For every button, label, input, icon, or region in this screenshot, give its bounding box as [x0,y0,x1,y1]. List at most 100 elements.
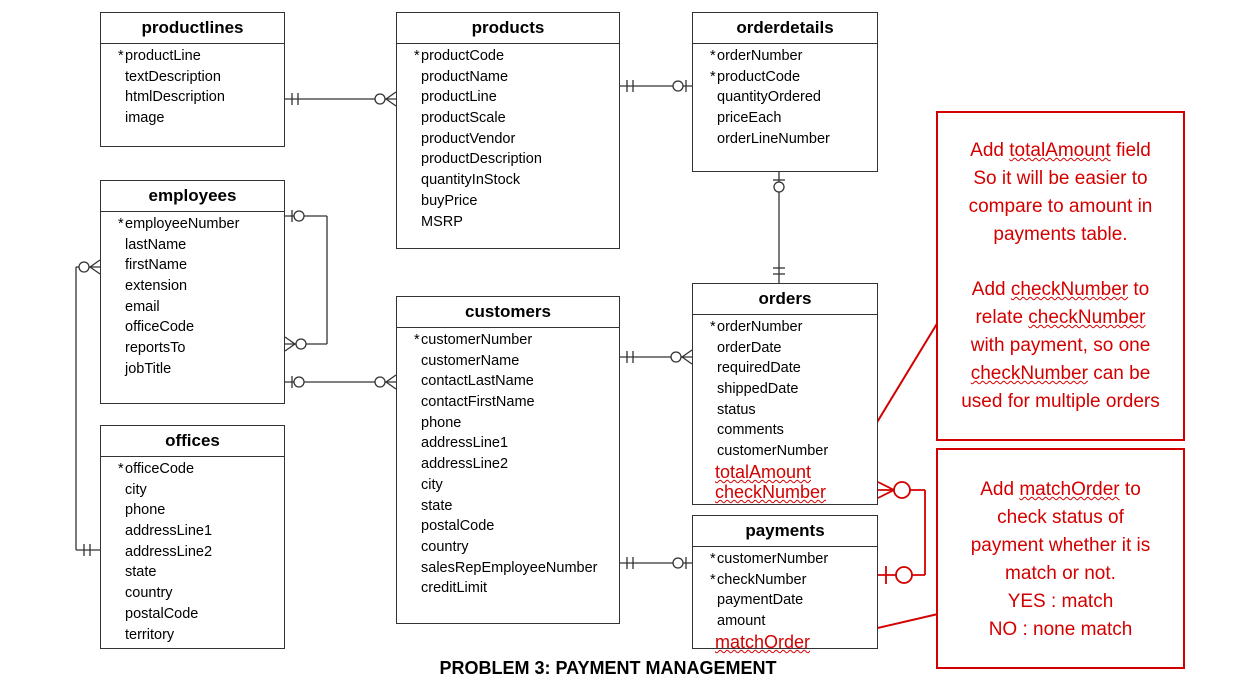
field-customernumber: customerNumber [717,443,829,460]
entity-productlines: productlines productLinetextDescriptionh… [100,12,285,147]
field-productline: productLine [421,89,497,106]
note-line: relate checkNumber [938,304,1183,332]
field-territory: territory [125,626,175,643]
entity-title: employees [101,181,284,212]
note-line: match or not. [1005,563,1116,584]
field-contactlastname: contactLastName [421,373,534,390]
field-postalcode: postalCode [421,518,495,535]
field-msrp: MSRP [421,213,463,230]
field-ordernumber: orderNumber [693,46,877,67]
field-contactfirstname: contactFirstName [421,394,535,411]
note-text: can be [1087,363,1151,384]
field-ordernumber: orderNumber [693,317,877,338]
field-productvendor: productVendor [421,130,516,147]
field-orderlinenumber: orderLineNumber [717,130,830,147]
field-productdescription: productDescription [421,151,542,168]
field-buyprice: buyPrice [421,192,478,209]
field-addressline2: addressLine2 [421,456,509,473]
field-officecode: officeCode [125,319,195,336]
field-postalcode: postalCode [125,605,199,622]
field-email: email [125,298,160,315]
added-field-label: matchOrder [715,631,811,652]
field-lastname: lastName [125,236,187,253]
field-productcode: productCode [693,67,877,88]
entity-orders: orders orderNumberorderDaterequiredDates… [692,283,878,505]
entity-title: products [397,13,619,44]
entity-title: orders [693,284,877,315]
note-line: check status of [997,507,1124,528]
note-line: payments table. [993,224,1128,245]
field-employeenumber: employeeNumber [101,214,284,235]
note-line: payment whether it is [970,535,1151,556]
added-field-label: totalAmount [715,461,812,482]
field-orderdate: orderDate [717,339,782,356]
note-line: NO : none match [988,619,1133,640]
entity-offices: offices officeCodecityphoneaddressLine1a… [100,425,285,649]
rel-employees-customers [285,374,397,390]
added-field-checknumber: checkNumber [693,482,877,502]
field-creditlimit: creditLimit [421,580,488,597]
entity-title: orderdetails [693,13,877,44]
note-text: to [1128,279,1150,300]
note-keyword: checkNumber [1028,307,1146,328]
field-city: city [125,481,147,498]
entity-title: productlines [101,13,284,44]
field-customernumber: customerNumber [693,549,877,570]
entity-title: customers [397,297,619,328]
field-state: state [421,497,453,514]
note-line: compare to amount in [968,196,1153,217]
note-matchorder: Add matchOrder to check status of paymen… [936,448,1185,669]
note-line: YES : match [1007,591,1114,612]
note-totalamount-checknumber: Add totalAmount field So it will be easi… [936,111,1185,441]
field-country: country [421,538,469,555]
field-extension: extension [125,278,188,295]
field-quantityinstock: quantityInStock [421,172,521,189]
note-text: Add [980,479,1020,500]
diagram-caption: PROBLEM 3: PAYMENT MANAGEMENT [439,658,777,678]
field-quantityordered: quantityOrdered [717,89,821,106]
field-checknumber: checkNumber [693,570,877,591]
field-shippeddate: shippedDate [717,381,799,398]
note-line: with payment, so one [970,335,1151,356]
field-customernumber: customerNumber [397,330,619,351]
rel-orderdetails-orders [773,172,785,283]
rel-products-orderdetails [620,80,692,92]
field-htmldescription: htmlDescription [125,89,225,106]
field-productscale: productScale [421,110,506,127]
rel-productlines-products [285,91,397,107]
note-text: field [1110,140,1151,161]
field-reportsto: reportsTo [125,340,186,357]
note-line: Add totalAmount field [938,137,1183,165]
note-keyword: totalAmount [1009,140,1111,161]
field-status: status [717,401,756,418]
field-firstname: firstName [125,257,188,274]
note-line: used for multiple orders [961,391,1160,412]
field-addressline1: addressLine1 [125,523,213,540]
field-jobtitle: jobTitle [125,360,172,377]
field-productcode: productCode [397,46,619,67]
field-phone: phone [125,502,166,519]
added-field-matchorder: matchOrder [693,632,877,652]
note-line: So it will be easier to [973,168,1148,189]
field-salesrepemployeenumber: salesRepEmployeeNumber [421,559,598,576]
field-paymentdate: paymentDate [717,592,804,609]
field-textdescription: textDescription [125,68,221,85]
note-line: Add matchOrder to [938,476,1183,504]
rel-customers-orders [620,349,693,365]
field-comments: comments [717,422,784,439]
entity-products: products productCodeproductNameproductLi… [396,12,620,249]
field-image: image [125,110,165,127]
added-field-totalamount: totalAmount [693,462,877,482]
rel-offices-employees [75,259,101,556]
field-country: country [125,585,173,602]
field-priceeach: priceEach [717,110,782,127]
field-customername: customerName [421,352,520,369]
rel-customers-payments [620,557,692,569]
note-line: checkNumber can be [938,360,1183,388]
entity-title: payments [693,516,877,547]
note-text: to [1119,479,1141,500]
note-line: Add checkNumber to [938,276,1183,304]
field-addressline2: addressLine2 [125,543,213,560]
